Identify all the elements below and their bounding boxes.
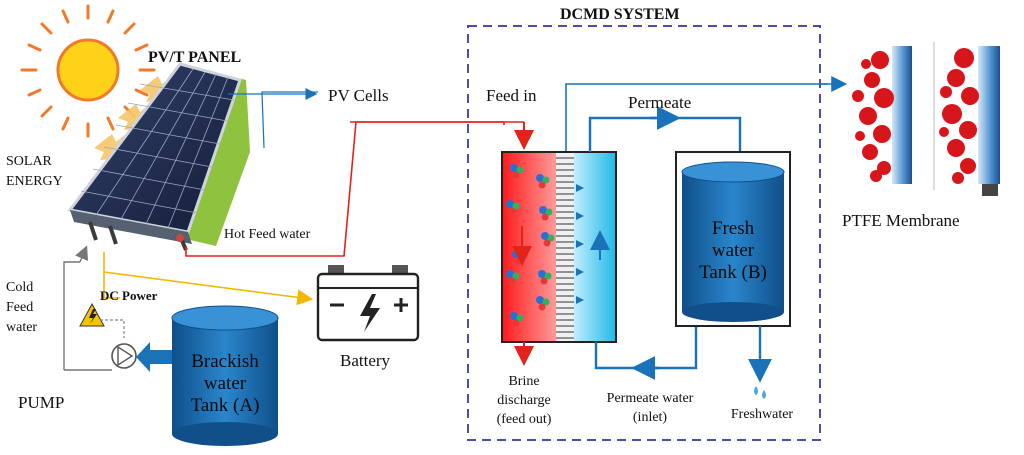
solar-energy-label-2: ENERGY [6,174,63,189]
brine-label-1: Brine [508,374,539,389]
pvt-panel-title: PV/T PANEL [148,49,241,66]
fresh-tank-label-1: Fresh [712,218,755,239]
dc-power-arrow [103,271,314,306]
cold-feed-line [63,261,80,370]
fresh-tank-label-2: water [712,240,755,261]
fresh-water-tank [681,161,785,322]
hot-feed-water-label: Hot Feed water [224,227,311,242]
solar-energy-label-1: SOLAR [6,154,53,169]
pvt-panel [67,62,250,251]
cold-feed-arrow [75,245,89,263]
permeate-loop-top [588,116,742,152]
dc-power-line-left [103,252,120,299]
permeate-water-label-2: (inlet) [633,410,668,425]
freshwater-label: Freshwater [731,407,794,422]
water-droplet-icon [754,386,766,399]
pump-icon [111,343,137,369]
pv-cells-leader [228,91,318,149]
cold-feed-label-1: Cold [6,280,33,295]
brackish-tank-label-3: Tank (A) [191,395,260,416]
ptfe-membrane-label: PTFE Membrane [842,211,960,230]
dcmd-system-title: DCMD SYSTEM [560,6,680,23]
battery-label: Battery [340,351,391,370]
dcmd-system-boundary [467,25,821,441]
high-voltage-icon [79,302,105,327]
ptfe-membrane-illustration [852,42,1000,196]
fresh-tank-label-3: Tank (B) [699,262,767,283]
cold-feed-label-3: water [6,320,37,335]
brackish-tank-label-1: Brackish [191,351,259,372]
pump-label: PUMP [18,393,64,412]
pump-control-line [100,319,125,338]
permeate-label: Permeate [628,93,691,112]
battery-icon [316,265,420,342]
dcmd-module [501,151,617,343]
cold-feed-label-2: Feed [6,300,33,315]
brine-label-3: (feed out) [497,412,552,427]
brackish-water-tank [171,305,279,446]
dc-power-label: DC Power [100,288,158,303]
feed-in-label: Feed in [486,86,537,105]
brackish-tank-label-2: water [204,373,247,394]
membrane-detail-line [565,83,828,156]
permeate-water-label-1: Permeate water [607,391,694,406]
pv-cells-label: PV Cells [328,86,389,105]
tank-to-pump-arrow [136,342,178,372]
sun-icon [20,4,156,138]
brine-label-2: discharge [497,393,550,408]
